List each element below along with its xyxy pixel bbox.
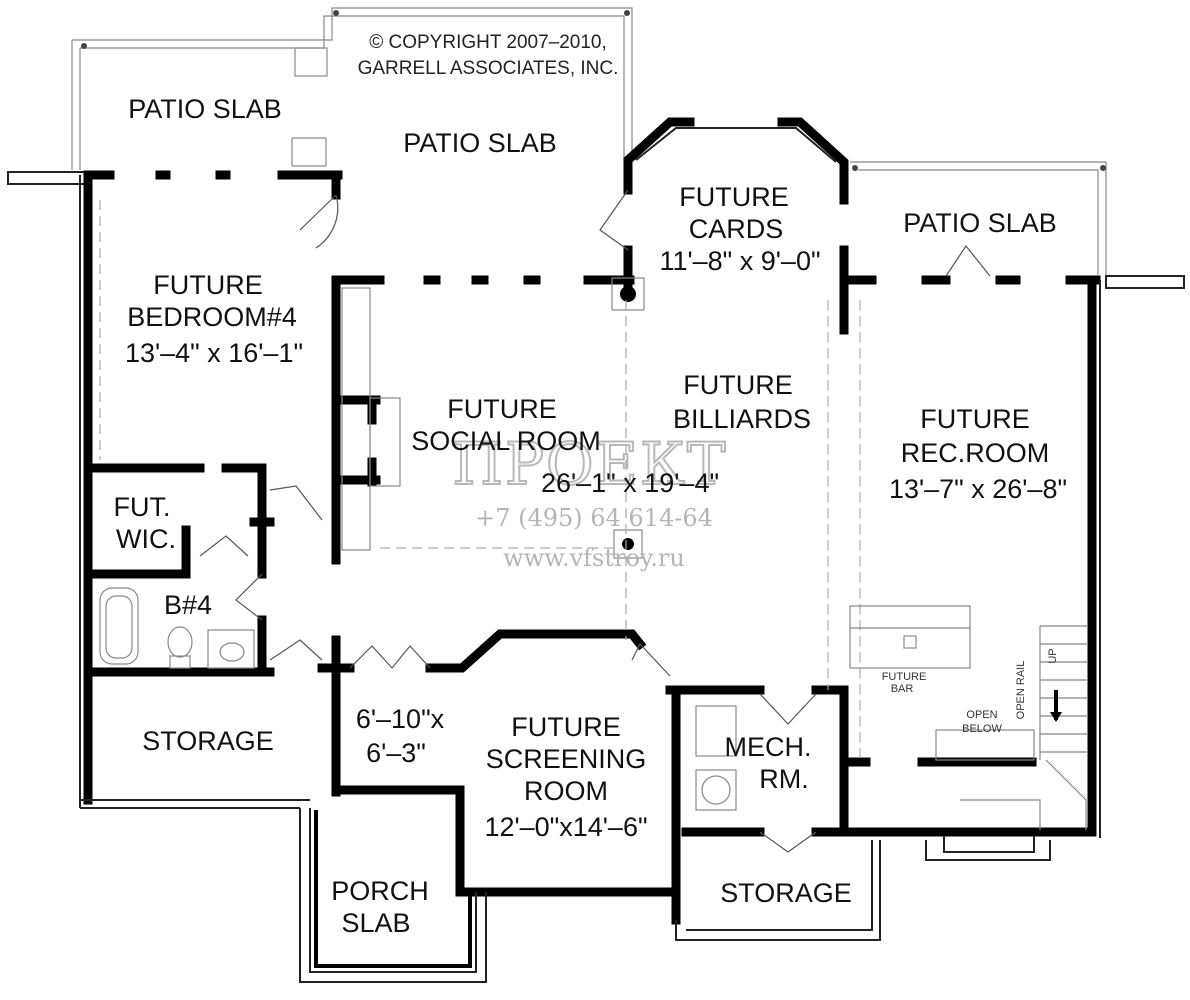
room-labels: PATIO SLAB PATIO SLAB PATIO SLAB FUTURE … bbox=[114, 94, 1068, 938]
rec-dim: 13'–7" x 26'–8" bbox=[889, 474, 1067, 504]
storage-left-label: STORAGE bbox=[142, 726, 274, 756]
social-dim: 26'–1" x 19'–4" bbox=[541, 468, 719, 498]
watermark-brand: ПРОЕКТ bbox=[452, 430, 727, 498]
watermark-phone: +7 (495) 64 614-64 bbox=[475, 504, 713, 532]
open-below-label-1: OPEN bbox=[966, 709, 997, 721]
copyright-line1: © COPYRIGHT 2007–2010, bbox=[369, 32, 607, 53]
patio-outlines bbox=[71, 7, 1107, 275]
porch-label-1: PORCH bbox=[331, 876, 429, 906]
mech-label-2: RM. bbox=[759, 764, 809, 794]
exterior-walls bbox=[7, 117, 1185, 838]
screening-dim: 12'–0"x14'–6" bbox=[484, 812, 647, 842]
bar-label-2: BAR bbox=[891, 683, 914, 695]
rec-label-2: REC.ROOM bbox=[901, 438, 1050, 468]
door-swings bbox=[199, 189, 991, 853]
dashed-lines bbox=[99, 200, 861, 760]
screening-label-3: ROOM bbox=[524, 776, 608, 806]
copyright: © COPYRIGHT 2007–2010, GARRELL ASSOCIATE… bbox=[358, 32, 619, 79]
open-below-label-2: BELOW bbox=[962, 723, 1002, 735]
stair-up-label: UP bbox=[1047, 648, 1059, 663]
closet-dim-2: 6'–3" bbox=[366, 738, 426, 768]
bedroom4-label-2: BEDROOM#4 bbox=[127, 302, 297, 332]
social-label-2: SOCIAL ROOM bbox=[411, 426, 601, 456]
watermark: ПРОЕКТ +7 (495) 64 614-64 www.vfstroy.ru bbox=[451, 429, 727, 572]
patio-right-label: PATIO SLAB bbox=[903, 208, 1057, 238]
billiards-label-2: BILLIARDS bbox=[673, 404, 811, 434]
rec-label-1: FUTURE bbox=[920, 404, 1030, 434]
bar-label-1: FUTURE bbox=[882, 671, 927, 683]
patio-left-label: PATIO SLAB bbox=[128, 94, 282, 124]
cards-label-1: FUTURE bbox=[679, 182, 789, 212]
storage-right-label: STORAGE bbox=[720, 878, 852, 908]
bedroom4-label-1: FUTURE bbox=[153, 270, 263, 300]
watermark-url: www.vfstroy.ru bbox=[503, 544, 685, 572]
bedroom4-dim: 13'–4" x 16'–1" bbox=[125, 338, 303, 368]
patio-center-label: PATIO SLAB bbox=[403, 128, 557, 158]
screening-label-2: SCREENING bbox=[486, 744, 647, 774]
copyright-line2: GARRELL ASSOCIATES, INC. bbox=[358, 58, 619, 79]
cards-dim: 11'–8" x 9'–0" bbox=[659, 246, 820, 276]
screening-label-1: FUTURE bbox=[511, 712, 621, 742]
open-rail-label: OPEN RAIL bbox=[1015, 661, 1027, 720]
closet-dim-1: 6'–10"x bbox=[356, 704, 445, 734]
fixtures bbox=[99, 587, 1088, 830]
bath4-label: B#4 bbox=[164, 590, 212, 620]
porch-label-2: SLAB bbox=[341, 908, 410, 938]
wic-label-1: FUT. bbox=[114, 492, 171, 522]
cards-label-2: CARDS bbox=[689, 214, 784, 244]
social-label-1: FUTURE bbox=[447, 394, 557, 424]
mech-label-1: MECH. bbox=[725, 732, 812, 762]
interior-walls bbox=[87, 275, 1097, 983]
wic-label-2: WIC. bbox=[116, 524, 176, 554]
billiards-label-1: FUTURE bbox=[683, 370, 793, 400]
